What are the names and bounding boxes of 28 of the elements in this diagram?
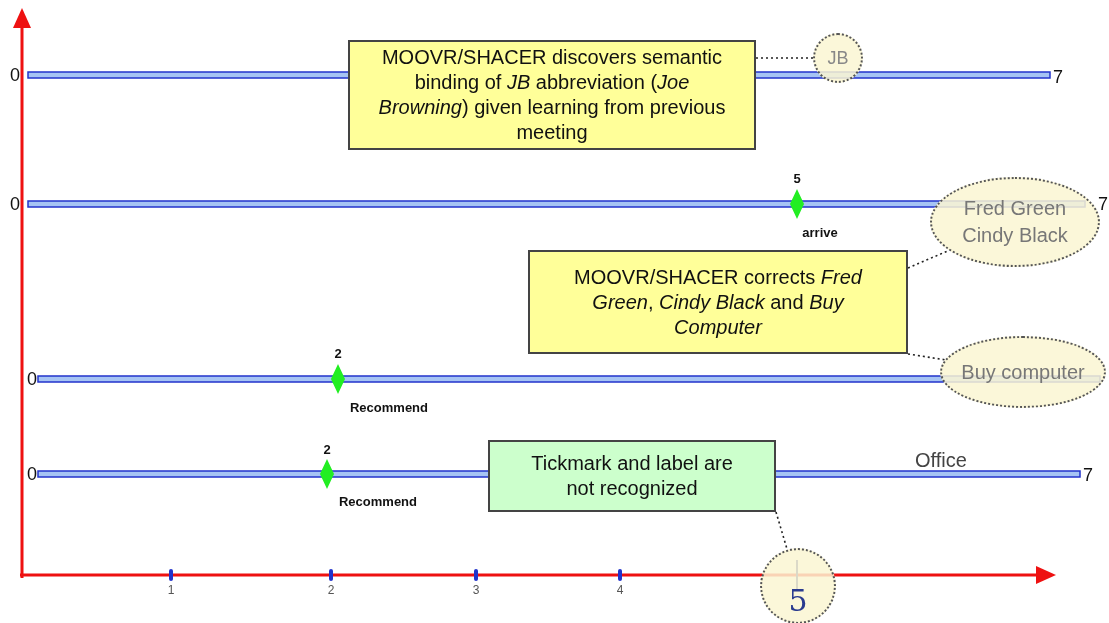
leader-line bbox=[907, 353, 946, 361]
marker-number: 5 bbox=[793, 170, 801, 186]
handwritten-word: Office bbox=[915, 448, 967, 472]
recognized-ink-ellipse bbox=[813, 33, 863, 83]
recognized-text: Cindy Black bbox=[962, 223, 1068, 248]
recognized-text: Buy computer bbox=[961, 359, 1085, 385]
callout-box: MOOVR/SHACER corrects Fred Green, Cindy Black and Buy Computer bbox=[528, 250, 908, 354]
row-start-number: 0 bbox=[10, 193, 20, 215]
marker-label: arrive bbox=[802, 224, 838, 240]
row-end-number: 7 bbox=[1098, 193, 1108, 215]
axis-tick-label: 3 bbox=[472, 583, 480, 597]
callout-box: MOOVR/SHACER discovers semantic binding of JB abbreviation (Joe Browning) given learning from previous meeting bbox=[348, 40, 756, 150]
axis-tick-label: 4 bbox=[616, 583, 624, 597]
marker-number: 2 bbox=[323, 441, 331, 457]
row-end-number: 7 bbox=[1053, 66, 1063, 88]
marker-label: Recommend bbox=[339, 493, 417, 509]
row-start-number: 0 bbox=[27, 463, 37, 485]
row-start-number: 0 bbox=[27, 368, 37, 390]
axis-tick-label: 1 bbox=[167, 583, 175, 597]
axis-tick-label: 2 bbox=[327, 583, 335, 597]
row-end-number: 7 bbox=[1083, 464, 1093, 486]
recognized-text: JB bbox=[827, 46, 849, 70]
marker-label: Recommend bbox=[350, 399, 428, 415]
row-start-number: 0 bbox=[10, 64, 20, 86]
callout-box: Tickmark and label are not recognized bbox=[488, 440, 776, 512]
marker-number: 2 bbox=[334, 345, 342, 361]
handwritten-number: 5 bbox=[788, 581, 808, 620]
recognized-text: Fred Green bbox=[963, 196, 1067, 221]
